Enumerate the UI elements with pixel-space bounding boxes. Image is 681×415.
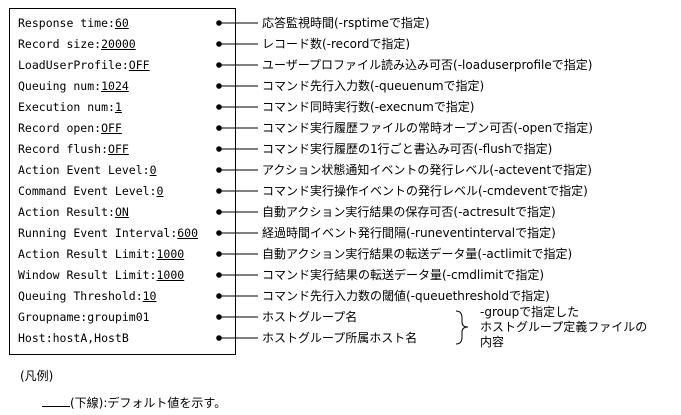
setting-description: 自動アクション実行結果の保存可否(-actresultで指定): [262, 205, 556, 219]
setting-row: Command Event Level:0: [18, 184, 163, 198]
setting-key: Action Event Level:: [18, 163, 150, 177]
setting-description: レコード数(-recordで指定): [262, 37, 411, 51]
group-note-line: -groupで指定した: [480, 305, 580, 319]
settings-box: [9, 8, 236, 355]
connector: [216, 293, 258, 299]
setting-key: Queuing Threshold:: [18, 289, 143, 303]
setting-value: 0: [156, 184, 164, 198]
setting-key: Execution num:: [18, 100, 115, 114]
setting-row: LoadUserProfile:OFF: [18, 58, 150, 72]
connector: [216, 62, 258, 68]
setting-description: コマンド実行操作イベントの発行レベル(-cmdeventで指定): [262, 184, 588, 198]
setting-row: Queuing Threshold:10: [18, 289, 156, 303]
setting-description: コマンド先行入力数の閾値(-queuethresholdで指定): [262, 289, 550, 303]
connector: [216, 83, 258, 89]
group-note-line: ホストグループ定義ファイルの: [480, 320, 648, 334]
setting-description: アクション状態通知イベントの発行レベル(-acteventで指定): [262, 163, 592, 177]
connector: [216, 125, 258, 131]
setting-value: hostA,HostB: [52, 331, 129, 345]
connector: [216, 251, 258, 257]
setting-row: Record open:OFF: [18, 121, 122, 135]
connector: [216, 272, 258, 278]
setting-key: Window Result Limit:: [18, 268, 157, 282]
group-note-line: 内容: [480, 335, 505, 349]
setting-row: Queuing num:1024: [18, 79, 129, 93]
setting-value: OFF: [128, 58, 150, 72]
connector: [216, 20, 258, 26]
setting-description: 自動アクション実行結果の転送データ量(-actlimitで指定): [262, 247, 573, 261]
setting-description: コマンド同時実行数(-execnumで指定): [262, 100, 475, 114]
setting-key: Command Event Level:: [18, 184, 157, 198]
setting-row: Record size:20000: [18, 37, 136, 51]
legend-text: :デフォルト値を示す。: [103, 396, 227, 410]
setting-value: OFF: [101, 121, 122, 135]
connector: [216, 167, 258, 173]
legend-underline-label: (下線): [70, 396, 104, 410]
setting-value: OFF: [108, 142, 129, 156]
setting-key: Running Event Interval:: [18, 226, 178, 240]
setting-value: 20000: [101, 37, 136, 51]
setting-description: コマンド先行入力数(-queuenumで指定): [262, 79, 485, 93]
setting-row: Record flush:OFF: [18, 142, 129, 156]
setting-row: Action Result:ON: [18, 205, 129, 219]
connector: [216, 41, 258, 47]
setting-value: 1: [114, 100, 122, 114]
setting-row: Action Result Limit:1000: [18, 247, 184, 261]
setting-value: 1000: [156, 268, 185, 282]
setting-key: Action Result Limit:: [18, 247, 157, 261]
setting-key: Record flush:: [18, 142, 109, 156]
setting-key: Host:: [18, 331, 53, 345]
setting-row: Host:hostA,HostB: [18, 331, 129, 345]
setting-row: Execution num:1: [18, 100, 122, 114]
connector: [216, 335, 258, 341]
setting-key: Action Result:: [18, 205, 115, 219]
setting-key: Response time:: [18, 16, 115, 30]
setting-row: Groupname:groupim01: [18, 310, 150, 324]
setting-value: 600: [177, 226, 199, 240]
connector: [216, 209, 258, 215]
connector: [216, 314, 258, 320]
setting-key: LoadUserProfile:: [18, 58, 129, 72]
setting-value: 1024: [101, 79, 129, 93]
setting-key: Record size:: [18, 37, 102, 51]
connector: [216, 104, 258, 110]
legend-title: (凡例): [20, 369, 54, 383]
setting-row: Action Event Level:0: [18, 163, 157, 177]
setting-row: Response time:60: [18, 16, 129, 30]
setting-key: Queuing num:: [18, 79, 102, 93]
setting-description: コマンド実行履歴ファイルの常時オープン可否(-openで指定): [262, 121, 593, 135]
setting-description: ホストグループ所属ホスト名: [262, 331, 418, 345]
setting-value: 60: [114, 16, 129, 30]
setting-description: ホストグループ名: [262, 310, 358, 324]
setting-value: 10: [142, 289, 157, 303]
connector: [216, 188, 258, 194]
legend-entry: (下線):デフォルト値を示す。: [42, 396, 226, 410]
setting-description: コマンド実行履歴の1行ごと書込み可否(-flushで指定): [262, 142, 553, 156]
connector: [216, 230, 258, 236]
setting-key: Groupname:: [18, 310, 88, 324]
underline-sample: [42, 397, 70, 407]
setting-description: 経過時間イベント発行間隔(-runeventintervalで指定): [262, 226, 556, 240]
setting-value: ON: [114, 205, 129, 219]
setting-description: コマンド実行結果の転送データ量(-cmdlimitで指定): [262, 268, 544, 282]
setting-row: Window Result Limit:1000: [18, 268, 184, 282]
setting-value: 1000: [156, 247, 185, 261]
connector: [216, 146, 258, 152]
setting-key: Record open:: [18, 121, 102, 135]
setting-value: 0: [149, 163, 157, 177]
setting-description: 応答監視時間(-rsptimeで指定): [262, 16, 430, 30]
group-brace: [455, 310, 469, 345]
setting-value: groupim01: [87, 310, 150, 324]
setting-row: Running Event Interval:600: [18, 226, 198, 240]
setting-description: ユーザープロファイル読み込み可否(-loaduserprofileで指定): [262, 58, 593, 72]
